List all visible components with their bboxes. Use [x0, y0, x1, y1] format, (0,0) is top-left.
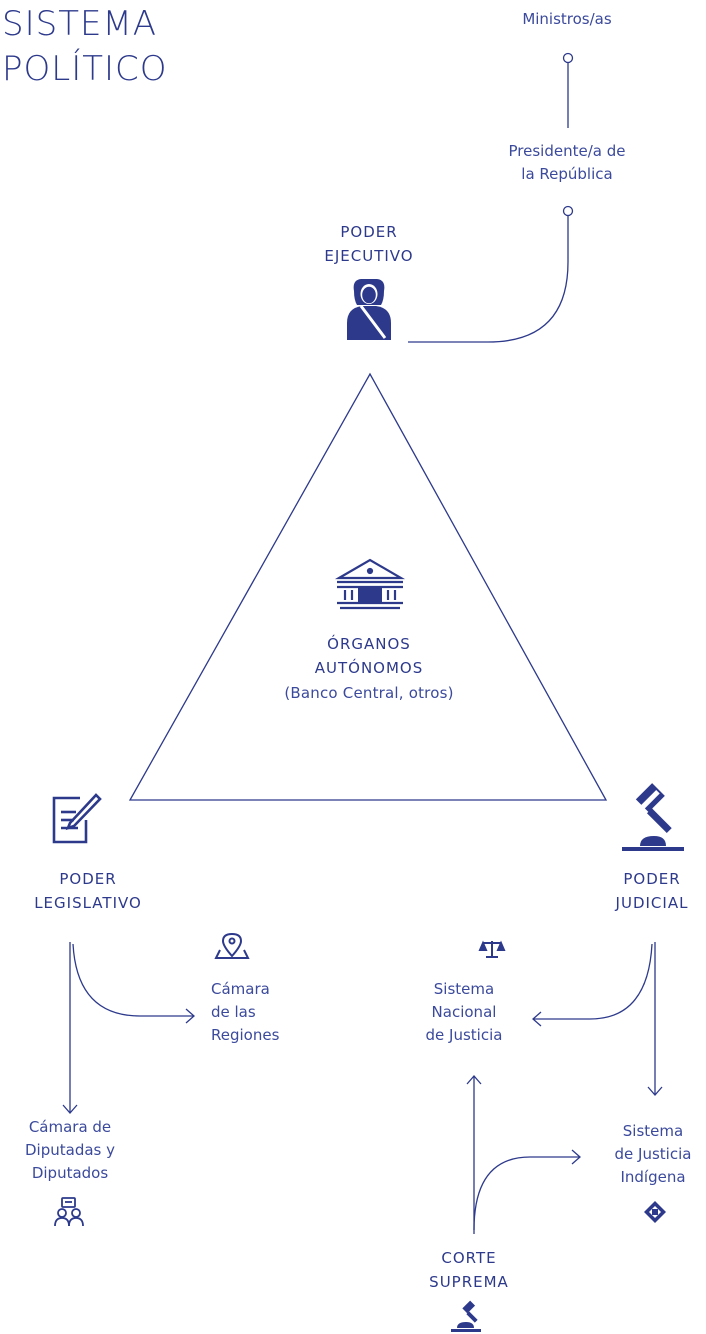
indigenous-emblem-icon: [644, 1201, 666, 1223]
president-label-line-2: la República: [521, 165, 613, 183]
indigenous-justice-line-2: de Justicia: [614, 1145, 692, 1163]
president-node: [562, 205, 574, 217]
bank-building-icon: [334, 558, 406, 610]
deputies-chamber-line-3: Diputados: [31, 1164, 109, 1182]
map-pin-icon: [214, 932, 250, 959]
ministers-node: [562, 52, 574, 64]
president-connector: [408, 216, 569, 343]
supreme-court-line-1: CORTE: [441, 1249, 497, 1267]
national-arrowhead: [532, 1011, 542, 1027]
executive-heading: PODER EJECUTIVO: [324, 220, 413, 268]
national-justice-line-1: Sistema: [433, 980, 495, 998]
indigenous-justice-label: Sistema de Justicia Indígena: [615, 1120, 692, 1189]
regions-arrowhead: [185, 1008, 195, 1024]
president-label-line-1: Presidente/a de: [508, 142, 626, 160]
regions-chamber-line-2: de las: [211, 1003, 256, 1021]
autonomous-heading-line-2: AUTÓNOMOS: [314, 659, 424, 677]
autonomous-heading: ÓRGANOS AUTÓNOMOS: [315, 632, 424, 680]
supreme-arrowhead: [466, 1075, 482, 1085]
deputies-chamber-label: Cámara de Diputadas y Diputados: [25, 1116, 115, 1185]
ministers-label: Ministros/as: [522, 10, 612, 28]
regions-chamber-label: Cámara de las Regiones: [211, 978, 279, 1047]
deputies-chamber-line-1: Cámara de: [28, 1118, 112, 1136]
autonomous-examples: (Banco Central, otros): [284, 684, 454, 702]
indigenous-justice-line-1: Sistema: [622, 1122, 684, 1140]
gavel-icon: [622, 783, 684, 851]
document-pen-icon: [52, 793, 102, 844]
meeting-people-icon: [54, 1197, 84, 1227]
regions-chamber-line-1: Cámara: [211, 980, 270, 998]
national-justice-label: Sistema Nacional de Justicia: [426, 978, 503, 1047]
legislative-heading-line-2: LEGISLATIVO: [34, 894, 142, 912]
president-label: Presidente/a de la República: [509, 140, 626, 186]
autonomous-triangle: [128, 372, 608, 801]
small-gavel-icon: [451, 1300, 481, 1332]
judicial-to-national: [533, 943, 653, 1020]
legislative-to-regions: [72, 943, 193, 1017]
page-title: SISTEMA POLÍTICO: [2, 2, 168, 92]
national-justice-line-2: Nacional: [431, 1003, 497, 1021]
judicial-heading-line-2: JUDICIAL: [615, 894, 689, 912]
indigenous-justice-line-3: Indígena: [620, 1168, 686, 1186]
legislative-heading-line-1: PODER: [59, 870, 117, 888]
executive-heading-line-2: EJECUTIVO: [324, 247, 414, 265]
scales-icon: [478, 940, 506, 958]
indigenous-arrowhead: [647, 1086, 663, 1096]
deputies-arrowhead: [62, 1104, 78, 1114]
title-line-2: POLÍTICO: [2, 49, 168, 89]
supreme-court-line-2: SUPREMA: [429, 1273, 509, 1291]
title-line-1: SISTEMA: [2, 4, 158, 44]
supreme-court-heading: CORTE SUPREMA: [429, 1246, 509, 1294]
national-justice-line-3: de Justicia: [425, 1026, 503, 1044]
legislative-heading: PODER LEGISLATIVO: [34, 867, 142, 915]
judicial-heading: PODER JUDICIAL: [616, 867, 689, 915]
judicial-heading-line-1: PODER: [623, 870, 681, 888]
executive-heading-line-1: PODER: [340, 223, 398, 241]
president-icon: [347, 279, 391, 340]
indigenous-side-arrowhead: [571, 1149, 581, 1165]
regions-chamber-line-3: Regiones: [211, 1026, 280, 1044]
autonomous-heading-line-1: ÓRGANOS: [327, 635, 411, 653]
supreme-to-indigenous: [473, 1156, 580, 1231]
deputies-chamber-line-2: Diputadas y: [25, 1141, 115, 1159]
